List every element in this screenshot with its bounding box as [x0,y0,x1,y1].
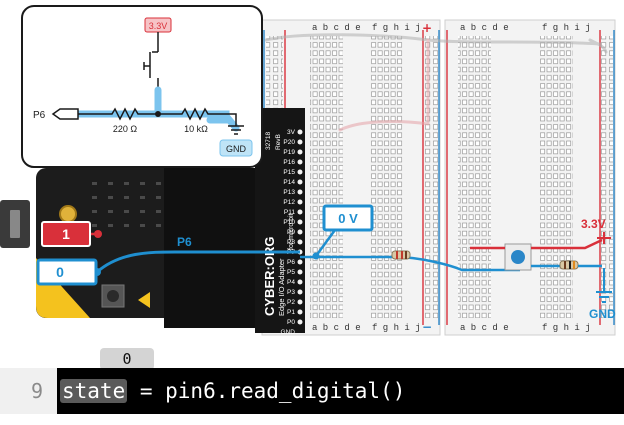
column-labels-bottom-left: a b c d e [312,323,361,333]
pin-output-label: 1 [41,221,102,247]
adapter-pin-3v: 3V [287,129,296,136]
column-labels-top-right-2: f g h i j [542,23,591,33]
adapter-subtitle: for micro:bit [288,213,295,250]
edge-io-adapter: 3VP20P19P16P15P14P13P12P11P10P9P8P7P6P5P… [255,108,305,336]
adapter-pin-p0: P0 [287,319,295,326]
column-labels-top-right: f g h i j [372,23,421,33]
breadboard-left: a b c d e f g h i j a b c d e f g h i j … [261,19,441,336]
rail-supply-marker: 3.3V [581,217,611,244]
column-labels-bottom-left-2: a b c d e [460,323,509,333]
schematic-inset: 3.3V P6 220 Ω 10 kΩ GND [21,5,263,168]
voltage-probe: 0 V [312,204,374,260]
pin-read-label: 0 [36,258,98,286]
schematic-r1-label: 220 Ω [113,124,138,134]
adapter-pin-p13: P13 [283,189,295,196]
pin-output-value: 1 [62,226,70,242]
schematic-ground-label: GND [226,144,247,154]
code-text: state = pin6.read_digital() [57,368,624,414]
pushbutton [504,243,532,271]
pin-read-value: 0 [56,264,64,280]
adapter-pin-p4: P4 [287,279,295,286]
column-labels-bottom-right-2: f g h i j [542,323,591,333]
code-variable: state [60,379,128,403]
schematic-r2-label: 10 kΩ [184,124,208,134]
adapter-rev: RevB [275,134,282,150]
code-line: 9 state = pin6.read_digital() [0,368,624,414]
line-number: 9 [0,368,57,414]
adapter-brand: CYBER:ORG [262,237,277,316]
column-labels-top-left: a b c d e [312,23,361,33]
adapter-pin-p1: P1 [287,309,295,316]
adapter-pin-p5: P5 [287,269,295,276]
code-rest: = pin6.read_digital() [127,379,406,403]
column-labels-bottom-right: f g h i j [372,323,421,333]
adapter-pin-p20: P20 [283,139,295,146]
adapter-pin-gnd: GND [281,329,296,336]
adapter-part-no: 32718 [265,132,272,150]
adapter-pin-p16: P16 [283,159,295,166]
adapter-pin-p10: P10 [283,219,295,226]
voltage-probe-value: 0 V [338,211,358,226]
resistor-10k [531,260,602,270]
rail-ground-label: GND [589,307,616,321]
schematic-pin-label: P6 [33,110,46,121]
state-value-tooltip: 0 [100,348,154,370]
rail-ground-marker: GND [589,268,616,321]
schematic-supply-label: 3.3V [149,21,168,31]
adapter-pin-p12: P12 [283,199,295,206]
background-wires [264,33,608,132]
adapter-pin-p9: P9 [287,229,295,236]
adapter-title: Edge I/O Adapter [277,258,286,316]
rail-minus-left: − [422,320,432,334]
column-labels-top-left-2: a b c d e [460,23,509,33]
adapter-pin-p15: P15 [283,169,295,176]
breadboard-right: a b c d e f g h i j a b c d e f g h i j [444,19,616,336]
rail-supply-label: 3.3V [581,217,606,231]
rail-plus-left: + [422,21,432,35]
adapter-pin-p11: P11 [284,209,295,216]
adapter-pin-p8: P8 [287,239,295,246]
microbit-board [0,168,280,328]
breadboard-red-wire [470,238,603,250]
adapter-pin-p19: P19 [283,149,295,156]
resistor-220 [391,250,411,260]
adapter-pin-p6: P6 [287,259,295,266]
adapter-pin-p2: P2 [287,299,295,306]
adapter-pin-p3: P3 [287,289,295,296]
adapter-pin-p14: P14 [283,179,295,186]
p6-wire-label: P6 [177,235,192,249]
